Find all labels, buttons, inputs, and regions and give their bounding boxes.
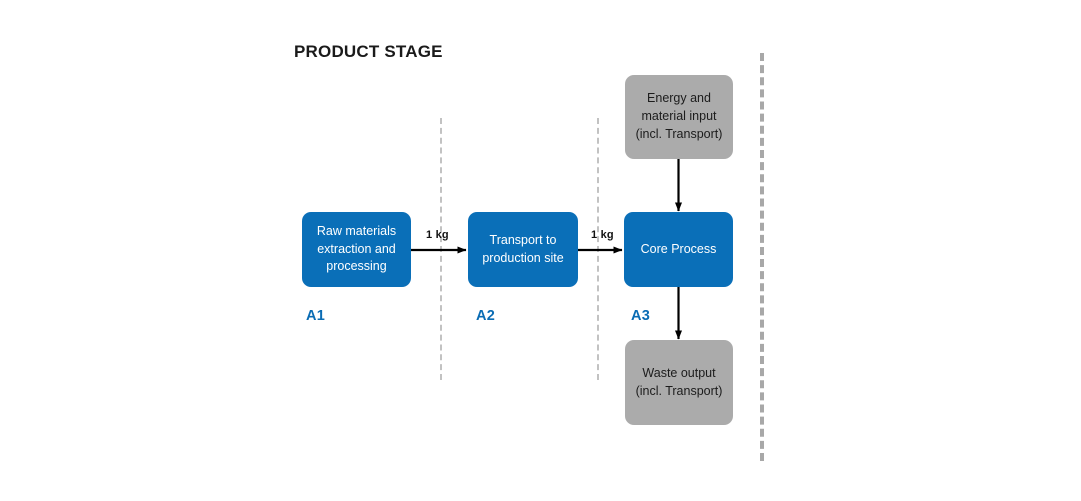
node-core-process[interactable]: Core Process <box>624 212 733 287</box>
node-waste-output-label: Waste output (incl. Transport) <box>635 365 723 398</box>
node-waste-output[interactable]: Waste output (incl. Transport) <box>625 340 733 425</box>
stage-code-a1: A1 <box>306 308 326 324</box>
node-raw-materials-label: Raw materials extraction and processing <box>316 223 397 274</box>
node-energy-material-input-label: Energy and material input (incl. Transpo… <box>635 91 723 141</box>
flow-label-a1-to-a2: 1 kg <box>426 229 449 241</box>
node-energy-material-input[interactable]: Energy and material input (incl. Transpo… <box>625 75 733 159</box>
node-transport-to-production-site[interactable]: Transport to production site <box>468 212 578 287</box>
page-title: PRODUCT STAGE <box>294 42 443 61</box>
stage-code-a3: A3 <box>631 308 651 324</box>
node-transport-to-production-site-label: Transport to production site <box>482 232 564 265</box>
flow-label-a2-to-a3: 1 kg <box>591 229 614 241</box>
stage-code-a2: A2 <box>476 308 496 324</box>
divider-stage-boundary <box>760 53 764 461</box>
divider-a2-a3 <box>597 118 599 380</box>
node-raw-materials[interactable]: Raw materials extraction and processing <box>302 212 411 287</box>
node-core-process-label: Core Process <box>640 241 717 256</box>
divider-a1-a2 <box>440 118 442 380</box>
